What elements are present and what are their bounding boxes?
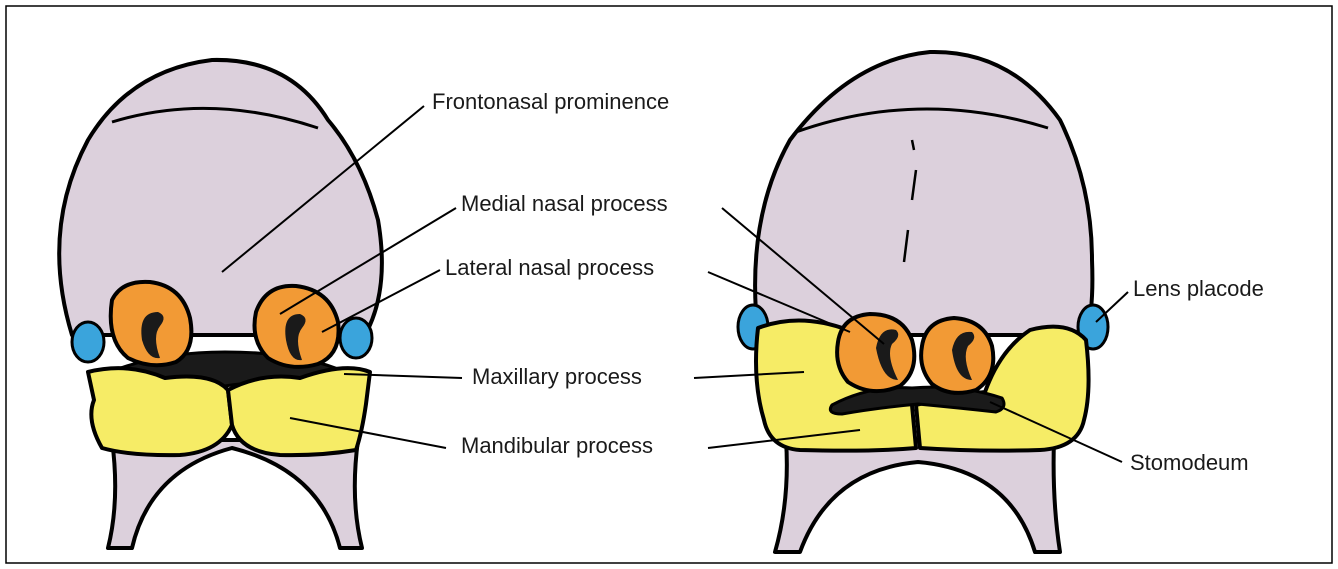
right-embryo (738, 52, 1108, 552)
right-neck (775, 440, 1060, 552)
label-lateral-nasal-process: Lateral nasal process (445, 255, 654, 280)
left-mandibular-right (228, 368, 370, 455)
right-head (755, 52, 1092, 335)
left-lens-placode-left (72, 322, 104, 362)
label-lens-placode: Lens placode (1133, 276, 1264, 301)
label-medial-nasal-process: Medial nasal process (461, 191, 668, 216)
label-frontonasal-prominence: Frontonasal prominence (432, 89, 669, 114)
left-mandibular-left (88, 368, 232, 455)
label-maxillary-process: Maxillary process (472, 364, 642, 389)
left-embryo (59, 60, 382, 548)
label-mandibular-process: Mandibular process (461, 433, 653, 458)
left-head (59, 60, 382, 335)
label-stomodeum: Stomodeum (1130, 450, 1249, 475)
right-nasal-process-left (837, 314, 914, 391)
left-lens-placode-right (340, 318, 372, 358)
